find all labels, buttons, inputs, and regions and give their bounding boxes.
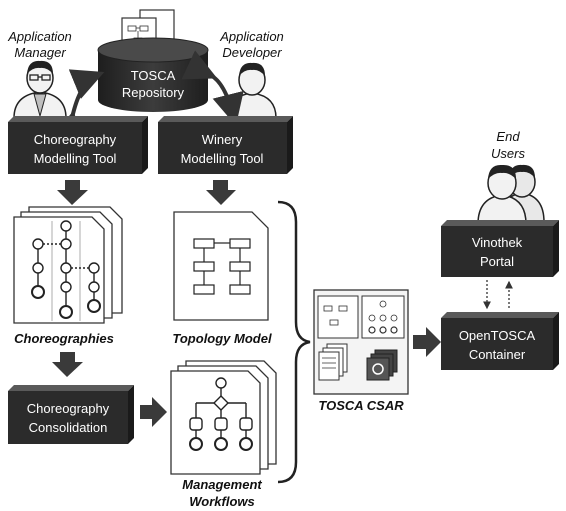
svg-text:Management: Management	[182, 477, 262, 492]
svg-text:Application: Application	[7, 29, 72, 44]
repository-sync-arrows	[51, 50, 244, 145]
management-workflows-label: Management Workflows	[182, 477, 262, 509]
end-users-person-icon	[477, 164, 545, 225]
svg-text:Developer: Developer	[222, 45, 282, 60]
application-developer-label: Application Developer	[219, 29, 284, 60]
manager-person-icon	[13, 60, 67, 119]
svg-text:Portal: Portal	[480, 254, 514, 269]
svg-text:Users: Users	[491, 146, 525, 161]
svg-text:Manager: Manager	[14, 45, 66, 60]
svg-text:Winery: Winery	[202, 132, 243, 147]
svg-text:Vinothek: Vinothek	[472, 235, 523, 250]
svg-text:Choreography: Choreography	[34, 132, 117, 147]
svg-text:Workflows: Workflows	[189, 494, 255, 509]
application-manager-label: Application Manager	[7, 29, 72, 60]
flow-arrows	[52, 180, 441, 427]
svg-text:Container: Container	[469, 347, 526, 362]
repository-label-line1: TOSCA	[131, 68, 176, 83]
svg-text:OpenTOSCA: OpenTOSCA	[459, 328, 536, 343]
opentosca-container: OpenTOSCA Container	[441, 312, 559, 370]
svg-text:Modelling Tool: Modelling Tool	[34, 151, 117, 166]
winery-modelling-tool: Winery Modelling Tool	[158, 116, 293, 174]
end-users-label: End Users	[491, 129, 525, 161]
tosca-csar-package	[313, 289, 409, 395]
choreography-modelling-tool: Choreography Modelling Tool	[8, 116, 148, 174]
repository-label-line2: Repository	[122, 85, 185, 100]
topology-model-label: Topology Model	[172, 331, 272, 346]
svg-text:Choreography: Choreography	[27, 401, 110, 416]
management-workflows-document	[170, 360, 277, 475]
grouping-brace	[277, 200, 311, 484]
choreographies-document	[13, 206, 123, 324]
choreography-consolidation: Choreography Consolidation	[8, 385, 134, 444]
choreographies-label: Choreographies	[14, 331, 114, 346]
svg-text:Application: Application	[219, 29, 284, 44]
svg-text:Consolidation: Consolidation	[29, 420, 108, 435]
svg-text:End: End	[496, 129, 520, 144]
tosca-csar-label: TOSCA CSAR	[318, 398, 404, 413]
tosca-repository: TOSCA Repository	[97, 9, 209, 112]
topology-model-document	[173, 211, 269, 321]
vinothek-portal: Vinothek Portal	[441, 220, 559, 277]
developer-person-icon	[227, 62, 277, 119]
svg-text:Modelling Tool: Modelling Tool	[181, 151, 264, 166]
portal-container-arrows	[483, 280, 513, 310]
